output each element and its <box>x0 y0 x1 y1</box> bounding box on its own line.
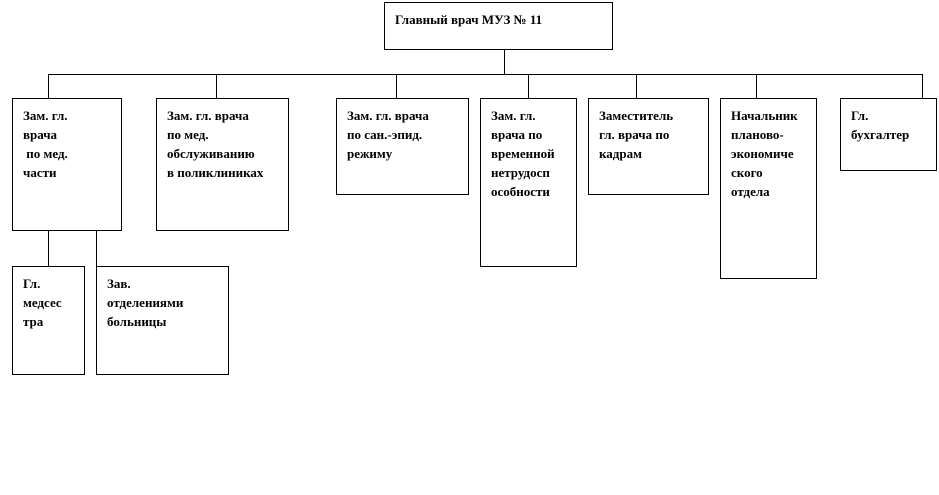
box-text: Зам. гл. <box>23 108 68 123</box>
box-text: отделениями <box>107 295 184 310</box>
box-text: режиму <box>347 146 393 161</box>
deputy-hr-box: Заместитель гл. врача по кадрам <box>588 98 709 195</box>
box-text: Заместитель <box>599 108 674 123</box>
connector <box>922 74 923 98</box>
box-text: Гл. <box>851 108 869 123</box>
deputy-polyclinic-box: Зам. гл. врача по мед. обслуживанию в по… <box>156 98 289 231</box>
box-text: Начальник <box>731 108 798 123</box>
box-text: нетрудосп <box>491 165 550 180</box>
connector <box>528 74 529 98</box>
chief-doctor-box: Главный врач МУЗ № 11 <box>384 2 613 50</box>
box-text: врача по <box>491 127 543 142</box>
deputy-disability-box: Зам. гл. врача по временной нетрудосп ос… <box>480 98 577 267</box>
box-text: по мед. <box>23 146 68 161</box>
box-text: особности <box>491 184 550 199</box>
connector <box>636 74 637 98</box>
box-text: медсес <box>23 295 62 310</box>
box-text: по мед. <box>167 127 209 142</box>
connector <box>48 74 923 75</box>
box-text: больницы <box>107 314 167 329</box>
box-text: врача <box>23 127 58 142</box>
box-text: временной <box>491 146 555 161</box>
box-text: Зам. гл. <box>491 108 536 123</box>
box-text: Зам. гл. врача <box>347 108 429 123</box>
box-text: экономиче <box>731 146 794 161</box>
box-text: тра <box>23 314 44 329</box>
connector <box>504 49 505 74</box>
connector <box>396 74 397 98</box>
box-text: кадрам <box>599 146 642 161</box>
connector <box>48 230 49 266</box>
box-text: отдела <box>731 184 770 199</box>
connector <box>756 74 757 98</box>
box-text: гл. врача по <box>599 127 670 142</box>
deputy-sanepid-box: Зам. гл. врача по сан.-эпид. режиму <box>336 98 469 195</box>
connector <box>216 74 217 98</box>
box-text: по сан.-эпид. <box>347 127 423 142</box>
department-heads-box: Зав. отделениями больницы <box>96 266 229 375</box>
economic-head-box: Начальник планово- экономиче ского отдел… <box>720 98 817 279</box>
box-text: Гл. <box>23 276 41 291</box>
box-text: Зав. <box>107 276 131 291</box>
box-text: в поликлиниках <box>167 165 264 180</box>
connector <box>96 230 97 266</box>
box-text: бухгалтер <box>851 127 910 142</box>
head-nurse-box: Гл. медсес тра <box>12 266 85 375</box>
chief-accountant-box: Гл. бухгалтер <box>840 98 937 171</box>
box-text: ского <box>731 165 763 180</box>
box-text: Главный врач МУЗ № 11 <box>395 12 543 27</box>
deputy-medical-box: Зам. гл. врача по мед. части <box>12 98 122 231</box>
connector <box>48 74 49 98</box>
box-text: обслуживанию <box>167 146 255 161</box>
box-text: Зам. гл. врача <box>167 108 249 123</box>
box-text: планово- <box>731 127 784 142</box>
box-text: части <box>23 165 57 180</box>
